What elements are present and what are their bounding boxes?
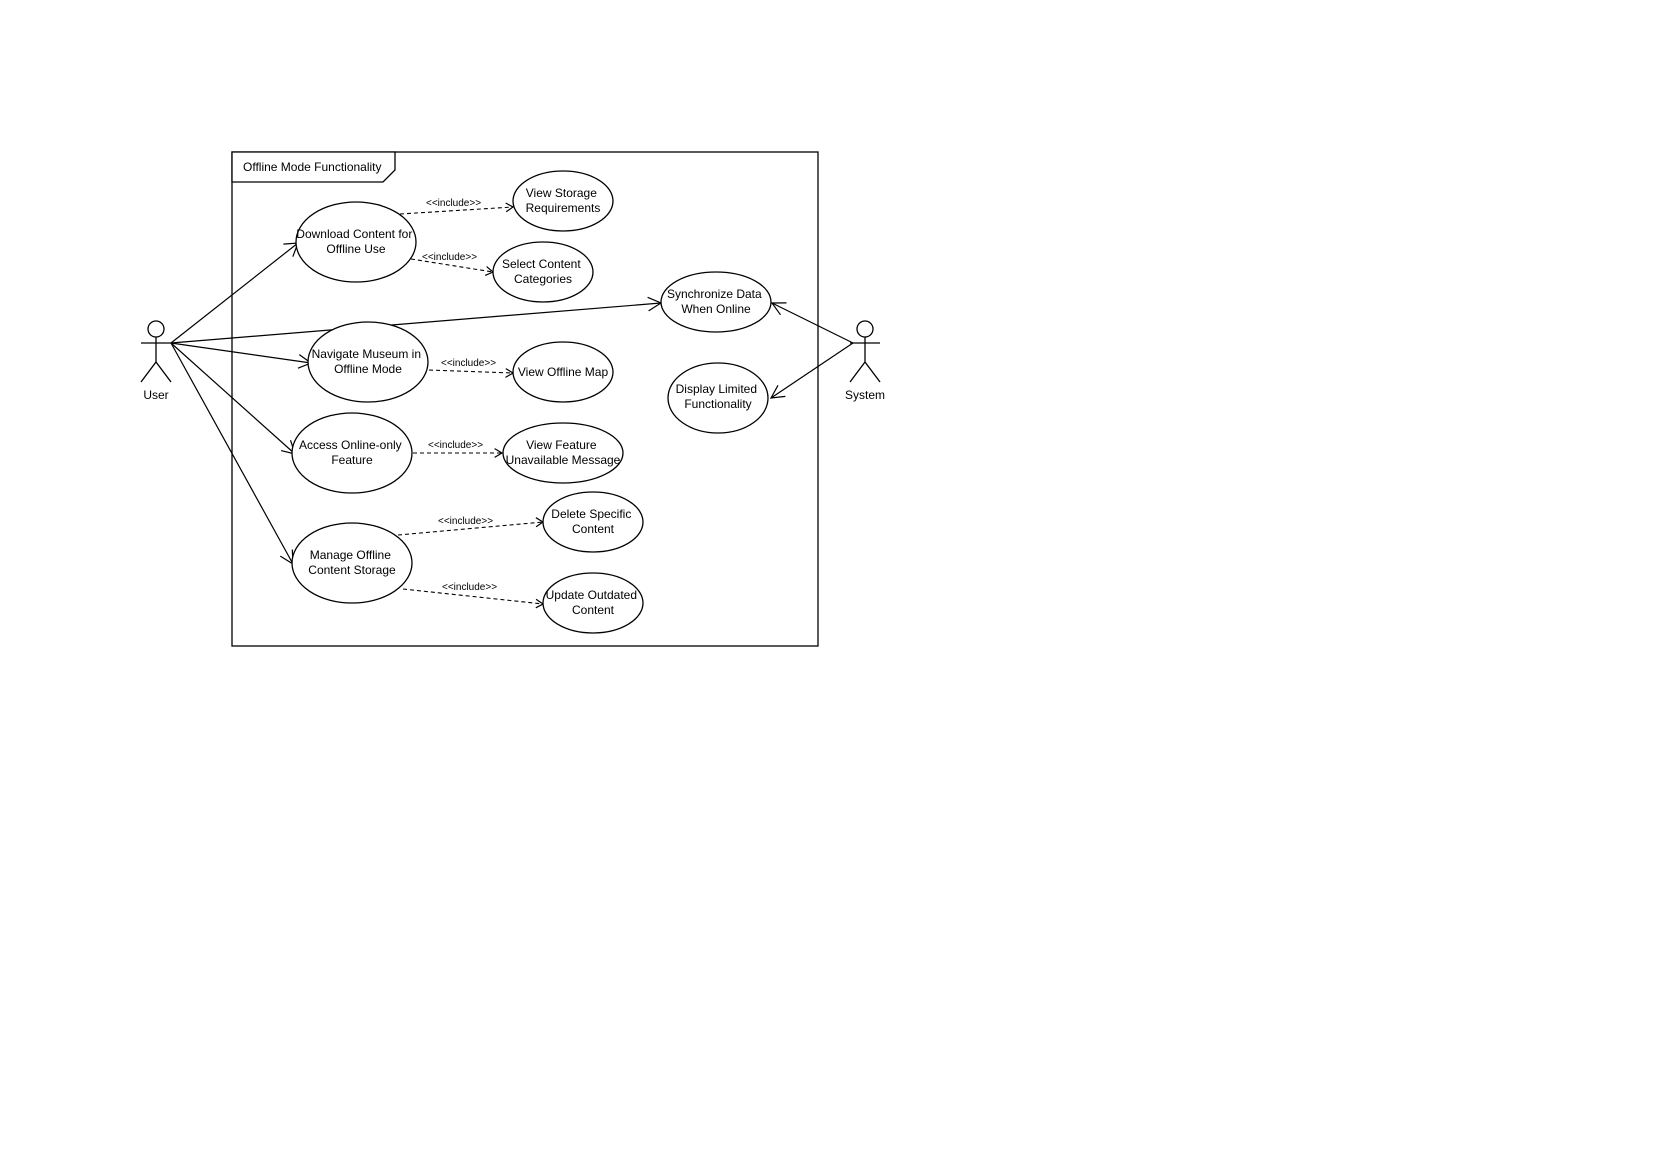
include-manage-delete bbox=[397, 521, 544, 536]
assoc-user-navigate bbox=[170, 342, 312, 364]
actor-user-leg-right bbox=[155, 361, 172, 383]
assoc-user-download bbox=[170, 242, 299, 344]
svg-text:Manage Offline Content S: Manage Offline Content Storage bbox=[308, 548, 396, 577]
use-case-select-categories-line-2: Categories bbox=[514, 272, 572, 286]
svg-text:Synchronize Data When On: Synchronize Data When Online bbox=[667, 287, 765, 316]
use-case-display-limited[interactable]: Display Limited Functionality bbox=[667, 362, 769, 434]
actor-system-label: System bbox=[845, 388, 885, 402]
use-case-display-limited-line-1: Display Limited bbox=[676, 382, 757, 396]
use-case-access-online-line-1: Access Online-only bbox=[299, 438, 402, 452]
frame-border bbox=[231, 151, 819, 647]
include-label-map: <<include>> bbox=[441, 358, 496, 369]
use-case-offline-map[interactable]: View Offline Map bbox=[512, 341, 614, 403]
use-case-select-categories[interactable]: Select Content Categories bbox=[492, 241, 594, 303]
include-arrowhead-storage bbox=[505, 202, 515, 213]
include-navigate-map bbox=[428, 369, 514, 374]
use-case-view-storage-line-2: Requirements bbox=[526, 201, 601, 215]
use-case-manage-storage-line-2: Content Storage bbox=[308, 563, 396, 577]
include-label-storage: <<include>> bbox=[426, 198, 481, 209]
use-case-display-limited-line-2: Functionality bbox=[684, 397, 751, 411]
use-case-view-storage[interactable]: View Storage Requirements bbox=[512, 170, 614, 232]
use-case-view-storage-line-1: View Storage bbox=[526, 186, 597, 200]
use-case-download-line-2: Offline Use bbox=[326, 242, 385, 256]
svg-text:View Feature Unavailable: View Feature Unavailable Message bbox=[506, 438, 621, 467]
use-case-manage-storage[interactable]: Manage Offline Content Storage bbox=[291, 522, 413, 604]
actor-user[interactable]: User bbox=[140, 320, 172, 402]
use-case-update-outdated-line-1: Update Outdated bbox=[546, 588, 637, 602]
use-case-download[interactable]: Download Content for Offline Use bbox=[295, 201, 417, 283]
include-manage-update bbox=[402, 588, 544, 605]
actor-system[interactable]: System bbox=[845, 320, 885, 402]
use-case-update-outdated-line-2: Content bbox=[572, 603, 615, 617]
use-case-delete-specific-line-1: Delete Specific bbox=[551, 507, 631, 521]
use-case-synchronize[interactable]: Synchronize Data When Online bbox=[660, 271, 772, 333]
include-label-delete: <<include>> bbox=[438, 516, 493, 527]
arrowhead-system-display-limited bbox=[769, 385, 786, 399]
svg-text:Delete Specific Content: Delete Specific Content bbox=[551, 507, 634, 536]
use-case-feature-unavailable[interactable]: View Feature Unavailable Message bbox=[502, 422, 624, 484]
use-case-feature-unavailable-line-2: Unavailable Message bbox=[506, 453, 621, 467]
include-label-categories: <<include>> bbox=[422, 252, 477, 263]
use-case-offline-map-line-1: View Offline Map bbox=[518, 365, 609, 379]
use-case-manage-storage-line-1: Manage Offline bbox=[310, 548, 391, 562]
assoc-user-synchronize bbox=[170, 302, 662, 344]
use-case-access-online[interactable]: Access Online-only Feature bbox=[291, 412, 413, 494]
svg-text:Select Content Categorie: Select Content Categories bbox=[502, 257, 584, 286]
actor-user-head bbox=[147, 320, 165, 338]
use-case-select-categories-line-1: Select Content bbox=[502, 257, 581, 271]
use-case-delete-specific-line-2: Content bbox=[572, 522, 615, 536]
svg-text:View Offline Map: View Offline Map bbox=[518, 365, 609, 379]
assoc-system-synchronize bbox=[771, 302, 854, 344]
include-label-update: <<include>> bbox=[442, 582, 497, 593]
svg-text:View Storage Requirement: View Storage Requirements bbox=[526, 186, 601, 215]
assoc-user-access-online bbox=[170, 342, 296, 455]
include-label-unavailable: <<include>> bbox=[428, 440, 483, 451]
assoc-system-display-limited bbox=[770, 342, 854, 399]
svg-text:Update Outdated Content: Update Outdated Content bbox=[546, 588, 641, 617]
use-case-synchronize-line-2: When Online bbox=[681, 302, 751, 316]
use-case-navigate-line-2: Offline Mode bbox=[334, 362, 402, 376]
use-case-navigate[interactable]: Navigate Museum in Offline Mode bbox=[307, 321, 429, 403]
use-case-delete-specific[interactable]: Delete Specific Content bbox=[542, 491, 644, 553]
system-associations bbox=[769, 302, 854, 399]
frame-tab bbox=[231, 151, 396, 183]
use-case-download-line-1: Download Content for bbox=[296, 227, 412, 241]
use-case-update-outdated[interactable]: Update Outdated Content bbox=[542, 572, 644, 634]
arrowhead-system-synchronize bbox=[770, 302, 787, 316]
system-boundary-frame: Offline Mode Functionality bbox=[231, 151, 819, 647]
svg-text:Display Limited Function: Display Limited Functionality bbox=[676, 382, 761, 411]
include-arrowhead-unavailable bbox=[494, 448, 504, 458]
svg-text:Access Online-only Featu: Access Online-only Feature bbox=[299, 438, 405, 467]
use-case-navigate-line-1: Navigate Museum in bbox=[312, 347, 421, 361]
use-case-feature-unavailable-line-1: View Feature bbox=[526, 438, 597, 452]
include-download-storage bbox=[399, 206, 514, 215]
frame-label: Offline Mode Functionality bbox=[243, 160, 382, 174]
actor-system-leg-right bbox=[864, 361, 881, 383]
include-relations: <<include>> <<include>> <<include>> <<in… bbox=[397, 198, 545, 609]
actor-system-head bbox=[856, 320, 874, 338]
svg-text:Navigate Museum in Offli: Navigate Museum in Offline Mode bbox=[312, 347, 425, 376]
actor-system-leg-left bbox=[849, 361, 866, 383]
assoc-user-manage bbox=[170, 342, 294, 565]
use-case-synchronize-line-1: Synchronize Data bbox=[667, 287, 762, 301]
use-case-access-online-line-2: Feature bbox=[331, 453, 373, 467]
actor-user-leg-left bbox=[140, 361, 157, 383]
svg-text:Download Content for Off: Download Content for Offline Use bbox=[296, 227, 415, 256]
actor-user-label: User bbox=[143, 388, 168, 402]
